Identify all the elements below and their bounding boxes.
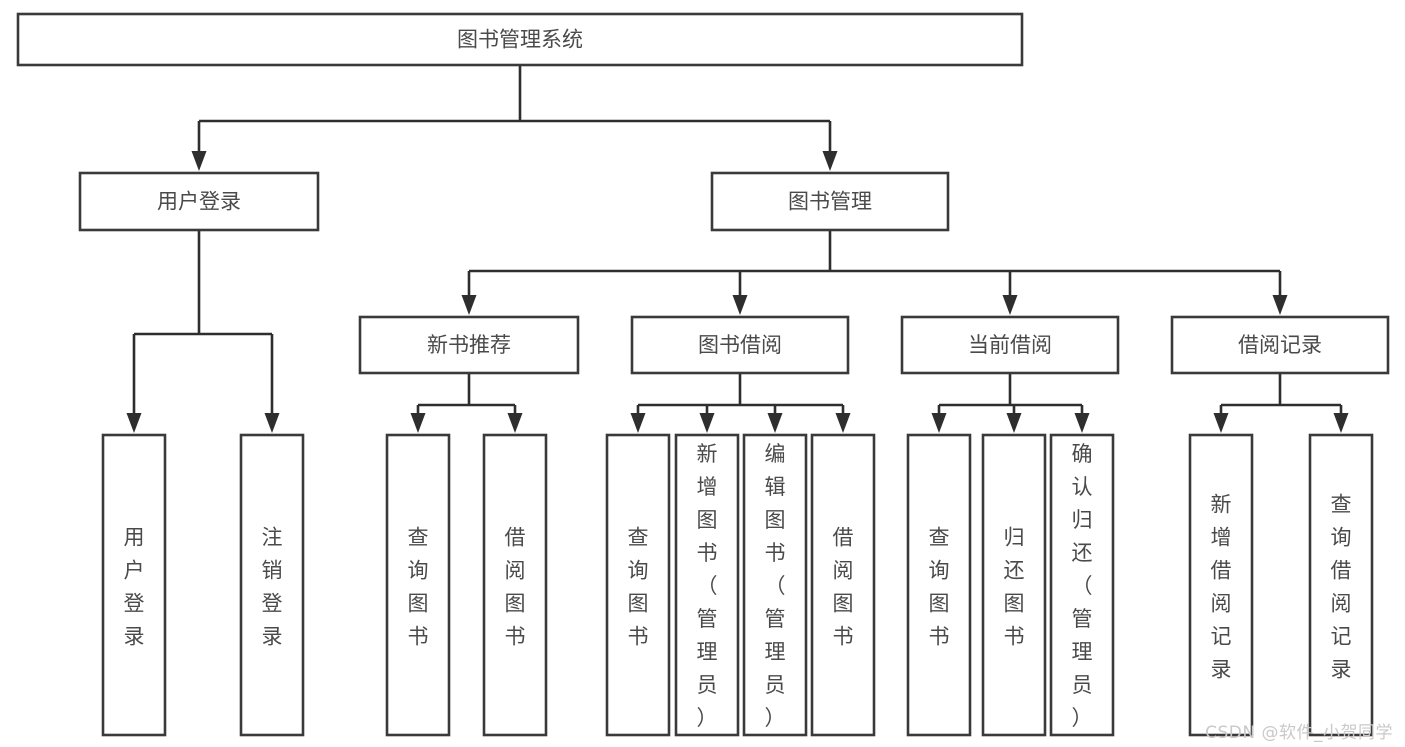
node-book-borrow[interactable]: 图书借阅 [630, 315, 850, 375]
arrow-head-icon [507, 413, 523, 433]
node-box-borrow-record[interactable] [1170, 315, 1390, 375]
connector-layer [126, 65, 1349, 433]
arrow-head-icon [1074, 413, 1090, 433]
node-label-leaf-borrow-book: 借阅图书 [833, 526, 854, 649]
arrow-head-icon [767, 413, 783, 433]
node-box-leaf-add-book[interactable] [674, 433, 740, 737]
node-box-book-borrow[interactable] [630, 315, 850, 375]
node-label-leaf-return-book: 归还图书 [1004, 526, 1025, 649]
node-label-book-borrow: 图书借阅 [698, 333, 782, 357]
node-label-leaf-confirm-return: 确认归还（管理员） [1072, 442, 1093, 730]
node-layer: 图书管理系统用户登录图书管理新书推荐图书借阅当前借阅借阅记录用户登录注销登录查询… [16, 12, 1390, 737]
connector-userlogin-to-leaves [126, 230, 280, 433]
node-box-leaf-edit-book[interactable] [742, 433, 808, 737]
node-root[interactable]: 图书管理系统 [16, 12, 1024, 67]
node-box-leaf-query-borrow-record[interactable] [1308, 433, 1374, 737]
arrow-head-icon [1272, 295, 1288, 315]
node-leaf-add-book[interactable]: 新增图书（管理员） [674, 433, 740, 737]
arrow-head-icon [264, 413, 280, 433]
watermark-text: CSDN @软件_小贺同学 [1205, 723, 1393, 743]
node-leaf-query-book-current[interactable]: 查询图书 [906, 433, 972, 737]
connector-bookmgmt-to-level2 [461, 230, 1288, 315]
node-leaf-edit-book[interactable]: 编辑图书（管理员） [742, 433, 808, 737]
connector-recommend-to-leaves [410, 373, 523, 433]
node-label-leaf-edit-book: 编辑图书（管理员） [765, 442, 786, 730]
arrow-head-icon [1002, 295, 1018, 315]
node-label-new-book-recommend: 新书推荐 [427, 333, 511, 357]
arrow-head-icon [1213, 413, 1229, 433]
node-label-leaf-add-book: 新增图书（管理员） [697, 442, 718, 730]
node-label-leaf-add-borrow-record: 新增借阅记录 [1211, 493, 1232, 682]
arrow-head-icon [1333, 413, 1349, 433]
node-label-leaf-user-login: 用户登录 [124, 526, 145, 649]
node-label-book-management: 图书管理 [788, 190, 872, 214]
arrow-head-icon [126, 413, 142, 433]
node-label-root: 图书管理系统 [457, 28, 583, 52]
node-box-root[interactable] [16, 12, 1024, 67]
node-label-leaf-query-book-recommend: 查询图书 [408, 526, 429, 649]
node-box-leaf-confirm-return[interactable] [1049, 433, 1115, 737]
node-leaf-query-book-recommend[interactable]: 查询图书 [385, 433, 451, 737]
arrow-head-icon [822, 151, 838, 171]
node-label-leaf-query-book-current: 查询图书 [929, 526, 950, 649]
arrow-head-icon [410, 413, 426, 433]
node-box-leaf-return-book[interactable] [981, 433, 1047, 737]
node-box-leaf-logout[interactable] [239, 433, 305, 737]
node-leaf-query-borrow-record[interactable]: 查询借阅记录 [1308, 433, 1374, 737]
node-label-user-login: 用户登录 [157, 190, 241, 214]
node-leaf-confirm-return[interactable]: 确认归还（管理员） [1049, 433, 1115, 737]
node-leaf-borrow-book-recommend[interactable]: 借阅图书 [482, 433, 548, 737]
node-box-leaf-query-book-recommend[interactable] [385, 433, 451, 737]
node-box-current-borrow[interactable] [900, 315, 1120, 375]
node-box-leaf-user-login[interactable] [101, 433, 167, 737]
arrow-head-icon [630, 413, 646, 433]
connector-borrow-to-leaves [630, 373, 851, 433]
arrow-head-icon [699, 413, 715, 433]
connector-record-to-leaves [1213, 373, 1349, 433]
node-box-leaf-borrow-book[interactable] [810, 433, 876, 737]
arrow-head-icon [1006, 413, 1022, 433]
node-label-leaf-logout: 注销登录 [262, 526, 283, 649]
node-box-new-book-recommend[interactable] [358, 315, 580, 375]
node-box-leaf-query-book-borrow[interactable] [605, 433, 671, 737]
node-leaf-borrow-book[interactable]: 借阅图书 [810, 433, 876, 737]
node-leaf-query-book-borrow[interactable]: 查询图书 [605, 433, 671, 737]
arrow-head-icon [835, 413, 851, 433]
connector-root-to-level1 [191, 65, 838, 171]
node-box-book-management[interactable] [710, 171, 950, 232]
node-leaf-add-borrow-record[interactable]: 新增借阅记录 [1188, 433, 1254, 737]
arrow-head-icon [931, 413, 947, 433]
node-leaf-user-login[interactable]: 用户登录 [101, 433, 167, 737]
arrow-head-icon [732, 295, 748, 315]
node-leaf-return-book[interactable]: 归还图书 [981, 433, 1047, 737]
connector-current-to-leaves [931, 373, 1090, 433]
node-label-current-borrow: 当前借阅 [968, 333, 1052, 357]
node-label-leaf-query-borrow-record: 查询借阅记录 [1331, 493, 1352, 682]
node-box-leaf-query-book-current[interactable] [906, 433, 972, 737]
node-user-login[interactable]: 用户登录 [78, 171, 320, 232]
node-borrow-record[interactable]: 借阅记录 [1170, 315, 1390, 375]
arrow-head-icon [461, 295, 477, 315]
node-label-leaf-query-book-borrow: 查询图书 [628, 526, 649, 649]
node-label-leaf-borrow-book-recommend: 借阅图书 [505, 526, 526, 649]
node-box-leaf-add-borrow-record[interactable] [1188, 433, 1254, 737]
arrow-head-icon [191, 151, 207, 171]
node-book-management[interactable]: 图书管理 [710, 171, 950, 232]
node-box-user-login[interactable] [78, 171, 320, 232]
node-box-leaf-borrow-book-recommend[interactable] [482, 433, 548, 737]
node-leaf-logout[interactable]: 注销登录 [239, 433, 305, 737]
node-new-book-recommend[interactable]: 新书推荐 [358, 315, 580, 375]
node-current-borrow[interactable]: 当前借阅 [900, 315, 1120, 375]
node-label-borrow-record: 借阅记录 [1238, 333, 1322, 357]
